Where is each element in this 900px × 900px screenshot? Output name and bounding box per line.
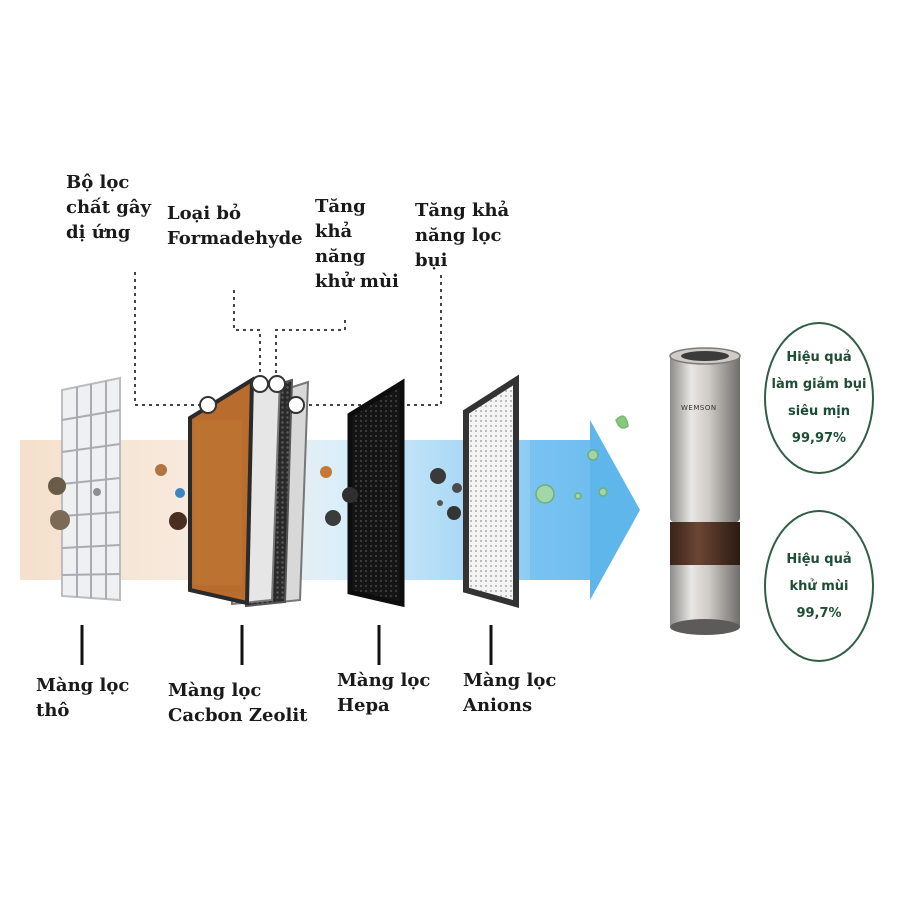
label-allergen-filter: Bộ lọc chất gây dị ứng bbox=[66, 172, 151, 243]
odor-efficiency-badge: Hiệu quả khử mùi 99,7% bbox=[764, 510, 874, 662]
callout-connectors bbox=[134, 272, 442, 406]
device-brand-logo: WEMSON bbox=[681, 404, 717, 412]
hepa-filter bbox=[347, 378, 405, 608]
label-anions-filter: Màng lọc Anions bbox=[463, 670, 557, 716]
label-coarse-filter: Màng lọc thô bbox=[36, 675, 130, 721]
dust-efficiency-badge: Hiệu quả làm giảm bụi siêu mịn 99,97% bbox=[764, 322, 874, 474]
label-formaldehyde-removal: Loại bỏ Formadehyde bbox=[167, 203, 303, 249]
label-carbon-zeolit-filter: Màng lọc Cacbon Zeolit bbox=[168, 680, 308, 726]
label-odor-removal: Tăng khả năng khử mùi bbox=[315, 196, 399, 292]
anions-filter bbox=[463, 374, 519, 608]
filter-indicator-lines bbox=[80, 625, 493, 665]
callout-circles bbox=[199, 375, 305, 414]
coarse-filter bbox=[61, 376, 121, 602]
label-hepa-filter: Màng lọc Hepa bbox=[337, 670, 431, 716]
air-purifier-device bbox=[669, 347, 741, 635]
clean-air-bubbles bbox=[535, 415, 629, 504]
airflow-arrow-head bbox=[590, 420, 640, 600]
label-dust-filtering: Tăng khả năng lọc bụi bbox=[415, 200, 510, 271]
dust-particles bbox=[48, 464, 462, 530]
carbon-zeolit-filter bbox=[188, 376, 310, 608]
